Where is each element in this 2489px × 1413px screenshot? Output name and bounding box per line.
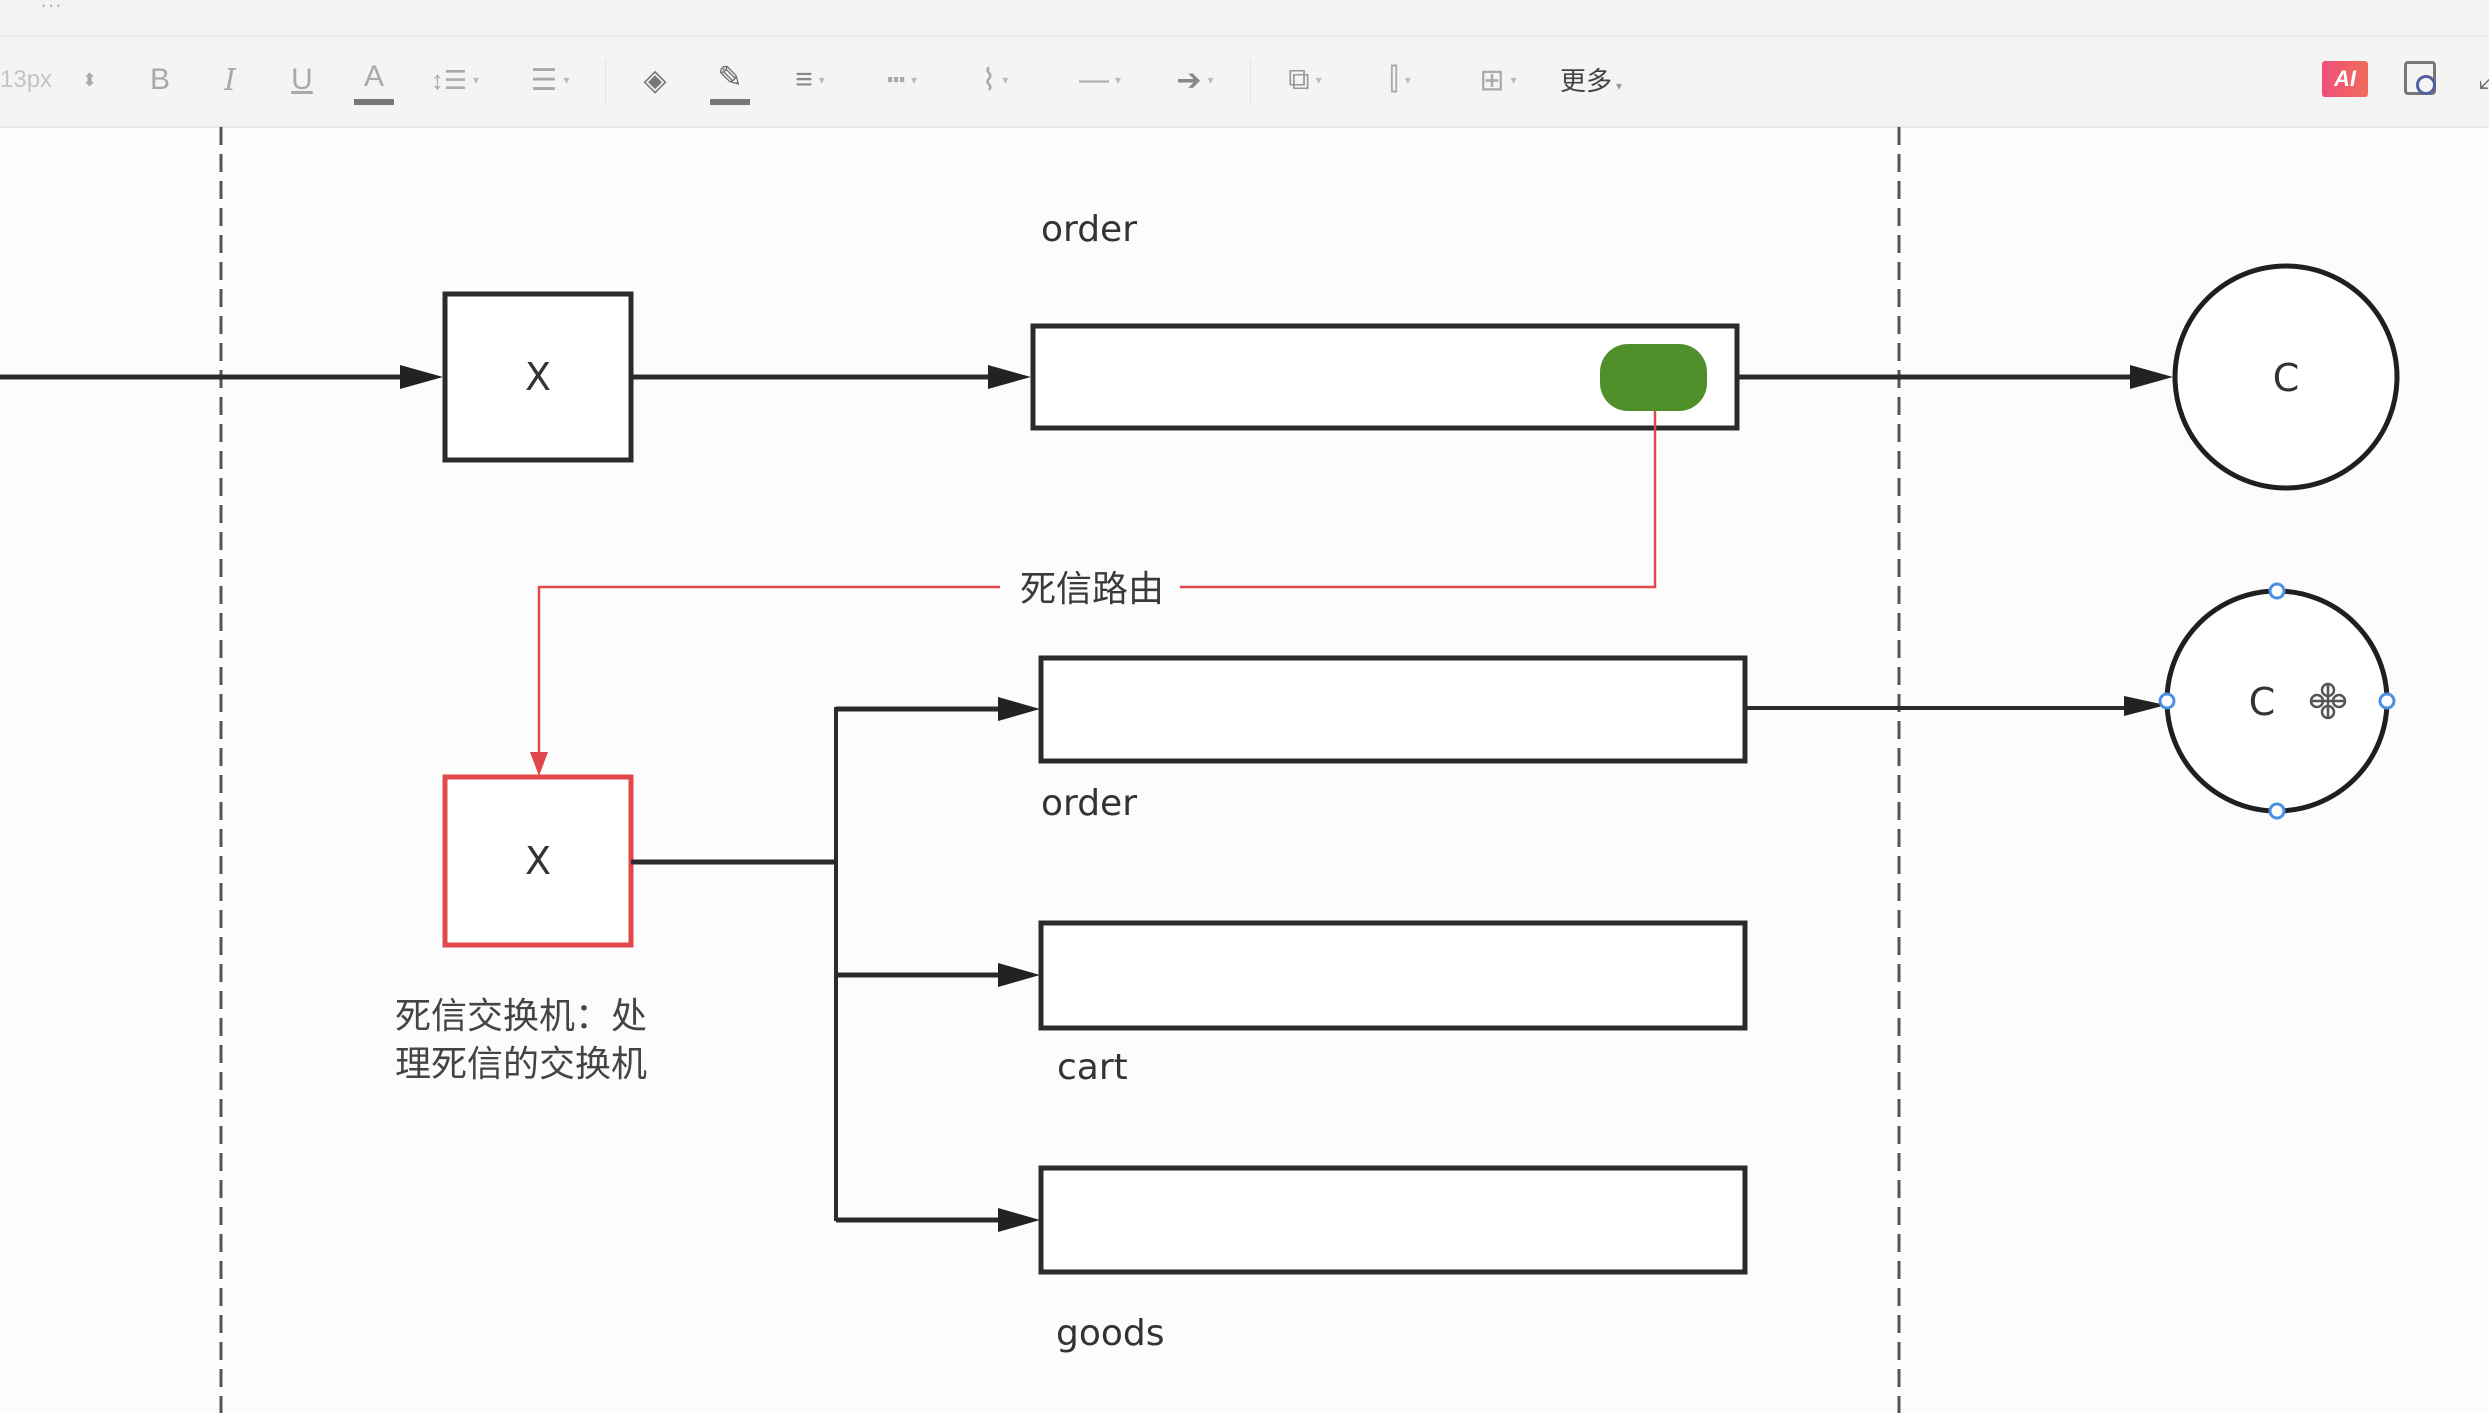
ai-assistant-button[interactable]: AI <box>2322 61 2368 97</box>
bold-icon[interactable]: B <box>140 55 180 105</box>
more-label: 更多 <box>1560 67 1613 97</box>
italic-glyph: I <box>224 62 236 98</box>
route-label-bg <box>1000 565 1180 610</box>
font-color-glyph: A <box>363 60 384 93</box>
arrowhead-icon <box>2124 696 2166 716</box>
diagram-canvas[interactable]: X order C 死信路由 X 死信交换机：处 理死信的交换机 order c… <box>0 127 2489 1413</box>
line-end-glyph: ➔ <box>1176 63 1202 97</box>
consumer-2-circle[interactable] <box>2164 588 2390 814</box>
underline-glyph: U <box>291 63 313 96</box>
dlx-caption-line1: 死信交换机：处 <box>395 996 647 1037</box>
dl-goods-queue-box[interactable] <box>1038 1165 1748 1275</box>
connector-style-glyph: ⌇ <box>981 63 997 97</box>
dead-letter-exchange-box[interactable] <box>442 774 634 948</box>
dead-letter-route-label: 死信路由 <box>1020 569 1164 610</box>
more-menu-button[interactable]: 更多▾ <box>1560 61 1622 98</box>
fill-color-icon[interactable]: ◈ <box>635 55 675 105</box>
move-cursor-icon <box>2309 682 2347 720</box>
connector-style-icon[interactable]: ⌇▾ <box>981 63 1009 97</box>
line-style-icon[interactable]: ┅▾ <box>886 63 918 97</box>
line-end-arrow-icon[interactable]: ➔▾ <box>1176 63 1214 97</box>
arrowhead-icon <box>988 365 1031 389</box>
line-spacing-glyph: ↕☰ <box>430 64 468 95</box>
line-color-glyph: ✎ <box>717 60 743 94</box>
bold-glyph: B <box>149 63 170 96</box>
arrowhead-icon <box>998 963 1040 987</box>
consumer-1-circle[interactable] <box>2172 263 2400 491</box>
align-glyph: ⫿ <box>1389 63 1399 96</box>
underline-icon[interactable]: U <box>282 55 322 105</box>
selection-handle-left[interactable] <box>2158 692 2176 710</box>
red-arrowhead-icon <box>530 752 548 776</box>
chevron-down-icon: ▾ <box>1616 79 1623 93</box>
cut-off-icon[interactable]: ⤢ <box>2478 63 2489 96</box>
line-width-icon[interactable]: ≡▾ <box>795 63 825 96</box>
order-queue-label: order <box>1041 209 1137 250</box>
dl-order-queue-box[interactable] <box>1038 655 1748 764</box>
text-align-glyph: ☰ <box>530 63 558 97</box>
toolbar-divider <box>605 59 606 103</box>
dead-message-pill[interactable] <box>1600 344 1707 411</box>
arrowhead-icon <box>2130 365 2173 389</box>
text-align-icon[interactable]: ☰▾ <box>530 63 570 97</box>
dead-letter-exchange-label: X <box>525 839 551 883</box>
distribute-glyph: ⊞ <box>1479 63 1505 97</box>
line-start-icon[interactable]: —▾ <box>1078 63 1122 96</box>
toolbar-divider <box>1250 59 1251 103</box>
line-start-glyph: — <box>1078 63 1109 96</box>
window-title-strip: ··· <box>0 0 2489 37</box>
consumer-1-label: C <box>2273 356 2300 400</box>
preview-search-icon[interactable] <box>2404 61 2436 95</box>
selection-handle-right[interactable] <box>2378 692 2396 710</box>
consumer-2-label: C <box>2249 680 2276 724</box>
distribute-icon[interactable]: ⊞▾ <box>1479 63 1517 97</box>
font-size-input[interactable]: 13px <box>0 66 53 93</box>
dl-order-queue-label: order <box>1041 783 1137 824</box>
arrowhead-icon <box>998 1208 1040 1232</box>
arrowhead-icon <box>400 365 443 389</box>
layer-icon[interactable]: ⧉▾ <box>1288 63 1322 96</box>
selection-handle-bottom[interactable] <box>2268 802 2286 820</box>
selection-handle-top[interactable] <box>2268 582 2286 600</box>
format-toolbar: 13px ⬍ B I U A ↕☰▾ ☰▾ ◈ ✎ ≡▾ ┅▾ ⌇▾ —▾ ➔▾… <box>0 37 2489 128</box>
dl-cart-queue-label: cart <box>1057 1047 1128 1088</box>
line-spacing-icon[interactable]: ↕☰▾ <box>430 64 480 95</box>
dl-goods-queue-label: goods <box>1056 1313 1165 1354</box>
font-size-stepper-icon[interactable]: ⬍ <box>82 69 98 90</box>
line-color-icon[interactable]: ✎ <box>710 55 750 105</box>
fill-color-glyph: ◈ <box>643 63 667 97</box>
dl-cart-queue-box[interactable] <box>1038 920 1748 1031</box>
dlx-caption-line2: 理死信的交换机 <box>395 1044 647 1085</box>
font-color-icon[interactable]: A <box>354 55 394 105</box>
line-width-glyph: ≡ <box>795 63 813 96</box>
align-icon[interactable]: ⫿▾ <box>1389 63 1411 96</box>
line-style-glyph: ┅ <box>886 63 906 97</box>
italic-icon[interactable]: I <box>210 55 250 105</box>
partial-tab[interactable]: ··· <box>40 0 62 17</box>
arrowhead-icon <box>998 697 1040 721</box>
main-exchange-label: X <box>525 355 551 399</box>
layer-glyph: ⧉ <box>1288 63 1310 96</box>
